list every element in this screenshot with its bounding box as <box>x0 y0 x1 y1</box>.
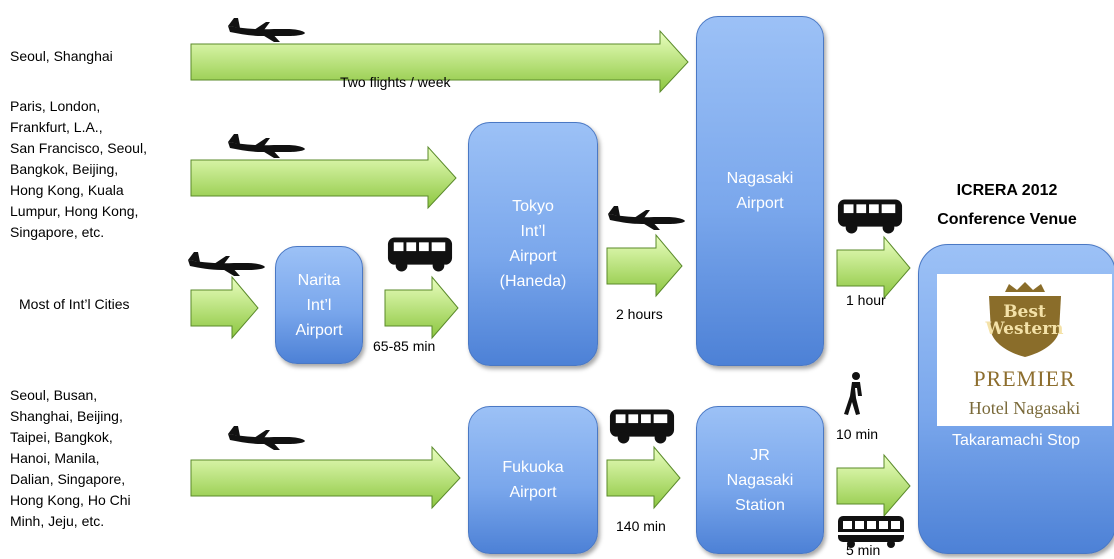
arrow-europe-to-haneda <box>190 145 457 210</box>
node-nagasaki-airport: Nagasaki Airport <box>696 16 824 366</box>
label-flights-per-week: Two flights / week <box>340 74 451 90</box>
airplane-icon <box>606 204 686 232</box>
arrow-intl-to-narita <box>190 275 259 340</box>
label-tram: 5 min <box>846 542 881 558</box>
bus-icon <box>608 406 676 446</box>
arrow-asia-to-fukuoka <box>190 445 461 510</box>
origin-intl-cities: Most of Int’l Cities <box>19 296 130 312</box>
crown-shield-icon <box>989 282 1061 357</box>
node-fukuoka-airport: Fukuoka Airport <box>468 406 598 554</box>
arrow-nagasaki-to-venue <box>836 235 911 300</box>
airplane-icon <box>226 424 306 452</box>
arrow-seoul-to-nagasaki <box>190 29 689 94</box>
bus-icon <box>836 196 904 236</box>
logo-best-western: Best Western <box>985 302 1064 339</box>
logo-premier: PREMIER <box>973 366 1076 391</box>
walking-person-icon <box>844 372 866 416</box>
venue-title: ICRERA 2012 Conference Venue <box>937 182 1077 228</box>
venue-stop: Takaramachi Stop <box>951 432 1081 449</box>
label-narita-to-haneda: 65-85 min <box>373 338 436 354</box>
arrow-fukuoka-to-jr <box>606 445 681 510</box>
hotel-logo: Best Western PREMIER Hotel Nagasaki <box>937 274 1112 426</box>
node-haneda-airport: Tokyo Int’l Airport (Haneda) <box>468 122 598 366</box>
origin-europe-us: Paris, London, Frankfurt, L.A., San Fran… <box>10 98 147 240</box>
origin-asia: Seoul, Busan, Shanghai, Beijing, Taipei,… <box>10 387 131 529</box>
node-jr-nagasaki-station: JR Nagasaki Station <box>696 406 824 554</box>
origin-seoul-shanghai: Seoul, Shanghai <box>10 48 113 64</box>
arrow-jr-to-venue <box>836 453 911 518</box>
logo-hotel-nagasaki: Hotel Nagasaki <box>968 398 1081 418</box>
airplane-icon <box>226 132 306 160</box>
tram-icon <box>836 512 906 548</box>
label-nagasaki-to-venue: 1 hour <box>846 292 886 308</box>
arrow-haneda-to-nagasaki <box>606 233 683 298</box>
label-haneda-to-nagasaki: 2 hours <box>616 306 663 322</box>
label-walk: 10 min <box>836 426 879 442</box>
bus-icon <box>386 234 454 274</box>
node-narita-airport: Narita Int’l Airport <box>275 246 363 364</box>
arrow-narita-to-haneda <box>384 275 459 340</box>
airplane-icon <box>186 250 266 278</box>
airplane-icon <box>226 16 306 44</box>
label-fukuoka-to-jr: 140 min <box>616 518 666 534</box>
